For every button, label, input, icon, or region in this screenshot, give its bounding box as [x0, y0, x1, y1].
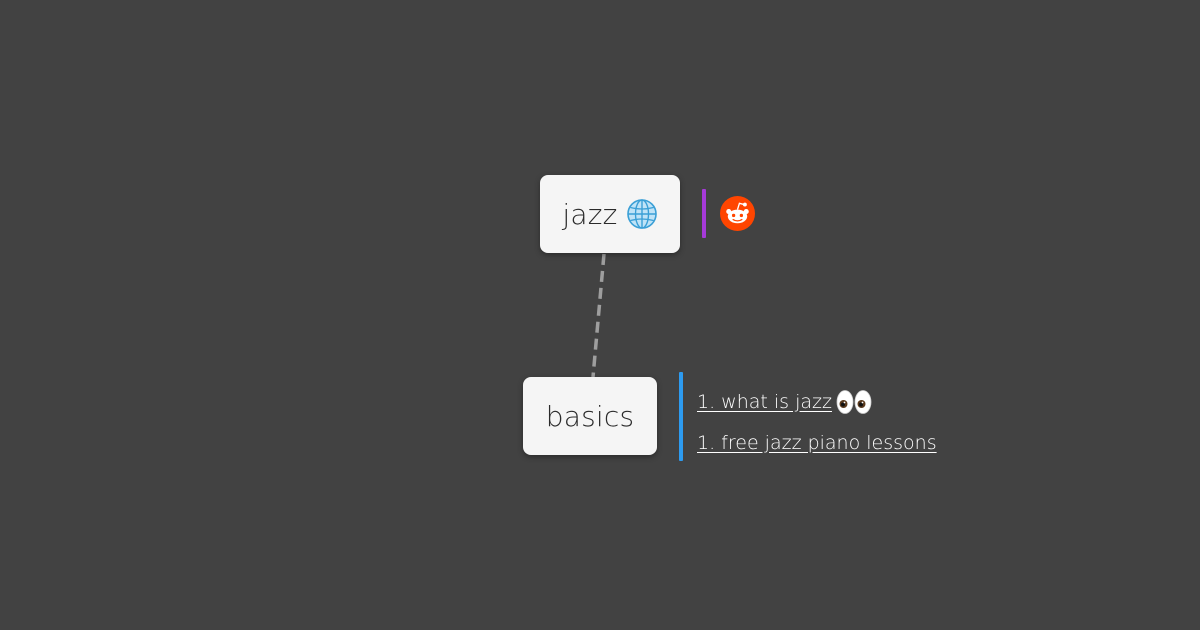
node-jazz-label: jazz: [562, 197, 618, 231]
globe-icon: [626, 199, 657, 229]
eyes-icon: [836, 389, 872, 414]
link-what-is-jazz[interactable]: 1. what is jazz: [697, 390, 832, 413]
node-jazz[interactable]: jazz: [540, 175, 680, 253]
link-free-jazz-piano-lessons[interactable]: 1. free jazz piano lessons: [697, 431, 937, 454]
list-item: 1. what is jazz: [697, 381, 937, 422]
node-basics-label: basics: [545, 399, 635, 433]
reddit-icon[interactable]: [720, 196, 755, 231]
attachment-bar-root: [702, 189, 706, 238]
list-item: 1. free jazz piano lessons: [697, 422, 937, 463]
attachment-bar-child: [679, 372, 683, 461]
node-basics[interactable]: basics: [523, 377, 657, 455]
child-links-list: 1. what is jazz 1. free jazz piano lesso…: [697, 381, 937, 463]
